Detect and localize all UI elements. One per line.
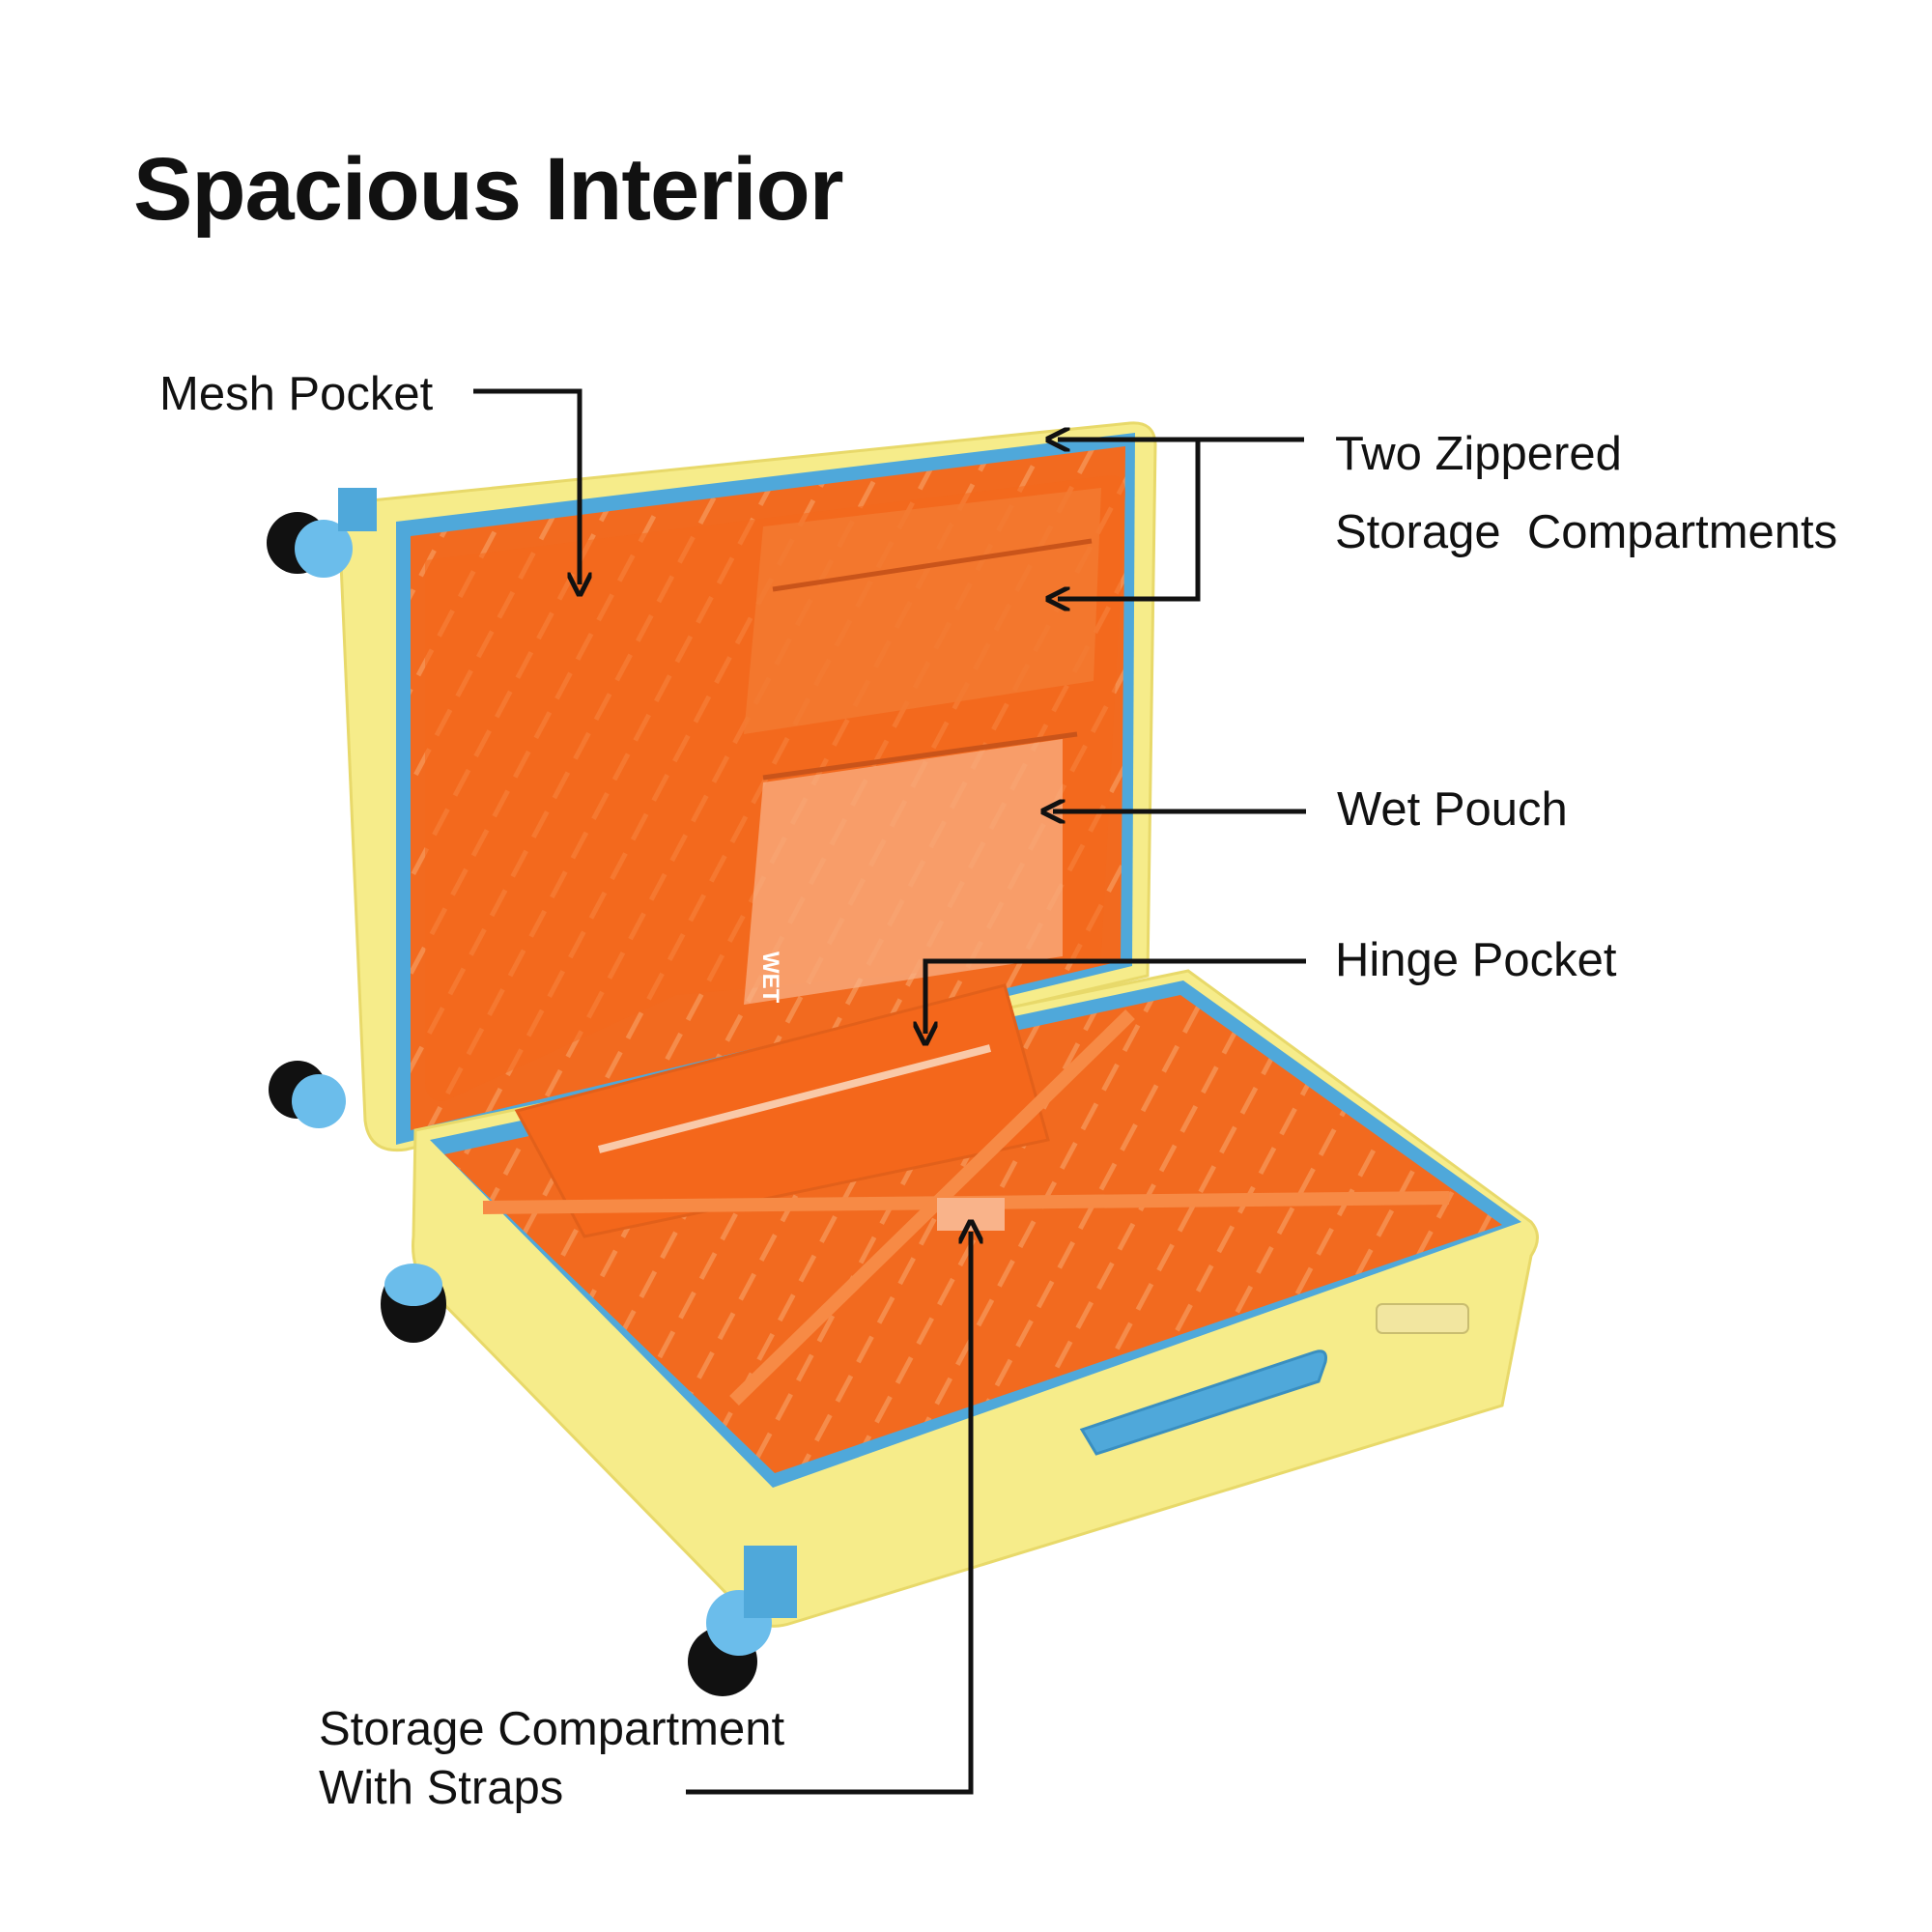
zippered-bracket — [1058, 440, 1201, 599]
storage-straps-line2: With Straps — [319, 1762, 564, 1815]
mesh-pocket-label: Mesh Pocket — [159, 368, 434, 420]
mesh-pocket-leader — [473, 388, 580, 584]
wet-pouch-print: WET — [757, 952, 783, 1004]
wet-pouch-label: Wet Pouch — [1337, 783, 1568, 836]
storage-straps-leader — [686, 1232, 971, 1795]
storage-straps-line1: Storage Compartment — [319, 1703, 785, 1755]
wheels — [267, 488, 797, 1696]
storage-compartment-straps-label: Storage Compartment With Straps — [319, 1700, 784, 1819]
two-zippered-line2: Storage Compartments — [1335, 506, 1838, 559]
callout-lines — [473, 388, 1306, 1795]
hinge-pocket-leader — [925, 958, 1306, 1034]
page-title: Spacious Interior — [133, 140, 843, 239]
two-zippered-compartments-label: Two Zippered Storage Compartments — [1335, 425, 1837, 563]
two-zippered-line1: Two Zippered — [1335, 428, 1622, 480]
hinge-pocket-label: Hinge Pocket — [1335, 934, 1617, 986]
